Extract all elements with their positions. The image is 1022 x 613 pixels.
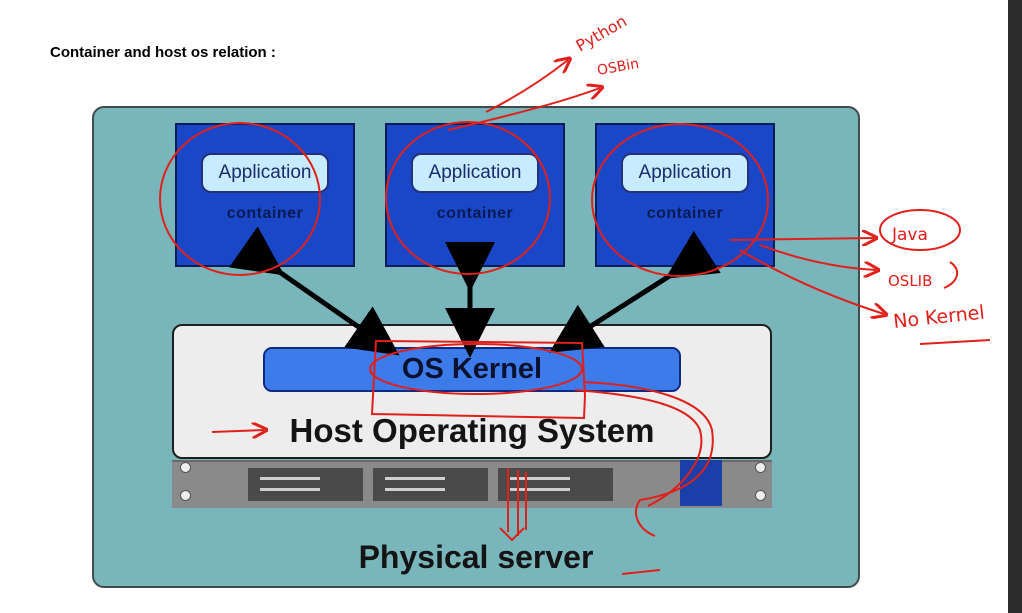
application-pill-2: Application <box>411 153 539 193</box>
container-box-1: Application container <box>175 123 355 267</box>
red-circle-container-3 <box>591 123 769 277</box>
screw-icon <box>180 462 191 473</box>
container-label-2: container <box>436 205 514 222</box>
application-pill-1: Application <box>201 153 329 193</box>
red-arrow-java <box>729 238 874 240</box>
annotation-no-kernel: No Kernel <box>892 302 985 333</box>
red-arrow-python <box>485 60 568 113</box>
screw-icon <box>755 490 766 501</box>
red-arrow-oslib <box>759 244 876 270</box>
physical-server-label: Physical server <box>358 539 594 575</box>
application-pill-3: Application <box>621 153 749 193</box>
red-down-lines <box>507 468 527 536</box>
server-bay-2 <box>373 468 488 501</box>
host-os-label: Host Operating System <box>289 412 655 449</box>
arrow-right <box>549 230 721 353</box>
scrollbar[interactable] <box>1008 0 1022 613</box>
red-kernel-oval <box>369 343 583 395</box>
annotation-java: Java <box>891 225 928 245</box>
red-circle-container-2 <box>385 121 551 275</box>
underline-physical <box>621 569 661 575</box>
screw-icon <box>180 490 191 501</box>
page-heading: Container and host os relation : <box>50 44 276 61</box>
red-circle-container-1 <box>159 122 321 276</box>
red-arrow-host <box>211 430 264 432</box>
annotation-osbin: OSBin <box>596 56 640 79</box>
server-panel <box>680 460 722 506</box>
red-circle-java <box>879 209 961 251</box>
red-kernel-to-hw <box>582 381 714 537</box>
red-arrow-nokernel <box>739 249 884 314</box>
annotation-oslib: OSLIB <box>888 272 932 290</box>
container-label-1: container <box>226 205 304 222</box>
red-kernel-box <box>370 339 587 420</box>
screw-icon <box>755 462 766 473</box>
server-bay-1 <box>248 468 363 501</box>
underline-no-kernel <box>919 339 991 345</box>
annotation-python: Python <box>573 11 631 55</box>
container-label-3: container <box>646 205 724 222</box>
red-arrow-osbin <box>447 88 600 131</box>
arrow-left <box>229 226 400 356</box>
